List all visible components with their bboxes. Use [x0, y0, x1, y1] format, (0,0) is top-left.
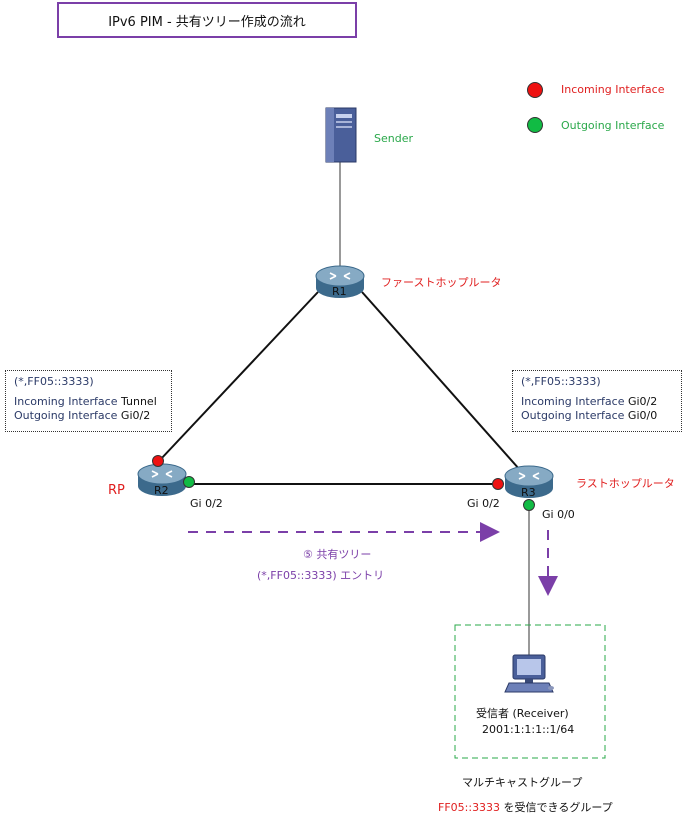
r2-incoming-dot	[152, 455, 164, 467]
r3-table-incoming: Incoming Interface Gi0/2	[521, 395, 658, 408]
sender-label: Sender	[374, 132, 413, 145]
receiver-address: 2001:1:1:1::1/64	[482, 723, 575, 736]
r2-table-incoming: Incoming Interface Tunnel	[14, 395, 157, 408]
r1-name: R1	[332, 285, 347, 298]
r2-table-outgoing: Outgoing Interface Gi0/2	[14, 409, 151, 422]
flow-label-line1: ⑤ 共有ツリー	[303, 548, 372, 561]
legend-incoming-label: Incoming Interface	[561, 83, 665, 96]
r3-port-down: Gi 0/0	[542, 508, 575, 521]
r3-port-left: Gi 0/2	[467, 497, 500, 510]
r3-table-entry: (*,FF05::3333)	[521, 375, 601, 388]
link-r1-r3	[361, 291, 521, 471]
group-address: FF05::3333	[438, 801, 501, 814]
r2-table-entry: (*,FF05::3333)	[14, 375, 94, 388]
flow-label-line2: (*,FF05::3333) エントリ	[257, 569, 385, 582]
r2-name: R2	[154, 484, 169, 497]
r3-name: R3	[521, 486, 536, 499]
diagram-title: IPv6 PIM - 共有ツリー作成の流れ	[57, 2, 357, 38]
r3-role: ラストホップルータ	[576, 477, 675, 490]
r2-role-rp: RP	[108, 483, 125, 498]
group-title: マルチキャストグループ	[462, 776, 583, 789]
r3-incoming-dot	[492, 478, 504, 490]
legend-incoming-dot	[527, 82, 543, 98]
group-description: FF05::3333 を受信できるグループ	[438, 799, 613, 815]
legend-outgoing-label: Outgoing Interface	[561, 119, 665, 132]
link-r1-r2	[159, 291, 319, 461]
receiver-label: 受信者 (Receiver)	[476, 707, 569, 720]
r2-mroute-table: (*,FF05::3333) Incoming Interface Tunnel…	[5, 370, 172, 432]
r2-port: Gi 0/2	[190, 497, 223, 510]
r3-mroute-table: (*,FF05::3333) Incoming Interface Gi0/2 …	[512, 370, 682, 432]
legend-outgoing-dot	[527, 117, 543, 133]
group-suffix: を受信できるグループ	[500, 801, 613, 814]
r2-outgoing-dot	[183, 476, 195, 488]
r1-role: ファーストホップルータ	[381, 276, 502, 289]
r3-table-outgoing: Outgoing Interface Gi0/0	[521, 409, 658, 422]
receiver-group-box	[454, 624, 606, 759]
r3-outgoing-dot	[523, 499, 535, 511]
